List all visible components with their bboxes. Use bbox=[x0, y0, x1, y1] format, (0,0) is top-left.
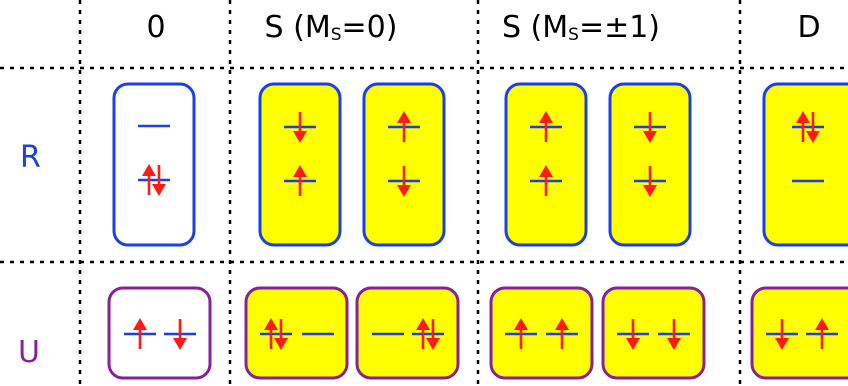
u-config-s0-b bbox=[355, 286, 460, 380]
header-s-ms0-post: =0) bbox=[341, 10, 398, 45]
r-config-s1-down bbox=[608, 82, 692, 247]
header-s-ms1-pre: S (M bbox=[501, 10, 569, 45]
header-s-ms1: S (MS=±1) bbox=[476, 10, 686, 45]
r-config-s0-b bbox=[362, 82, 446, 247]
header-zero: 0 bbox=[146, 10, 166, 45]
r-config-zero bbox=[112, 82, 196, 247]
u-config-zero bbox=[107, 286, 212, 380]
header-s-ms0: S (MS=0) bbox=[236, 10, 426, 45]
header-s-ms1-sub: S bbox=[568, 25, 579, 45]
u-config-d bbox=[750, 286, 848, 380]
row-label-r: R bbox=[20, 140, 41, 175]
header-s-ms0-sub: S bbox=[330, 25, 342, 45]
r-config-s1-up bbox=[504, 82, 588, 247]
header-s-ms0-pre: S (M bbox=[264, 10, 331, 45]
u-config-s0-a bbox=[244, 286, 349, 380]
r-config-s0-a bbox=[258, 82, 342, 247]
u-config-s1-up bbox=[489, 286, 594, 380]
r-config-d bbox=[762, 82, 848, 247]
header-s-ms1-post: =±1) bbox=[578, 10, 661, 45]
row-label-u: U bbox=[18, 335, 40, 370]
header-d: D bbox=[797, 10, 821, 45]
u-config-s1-down bbox=[601, 286, 706, 380]
